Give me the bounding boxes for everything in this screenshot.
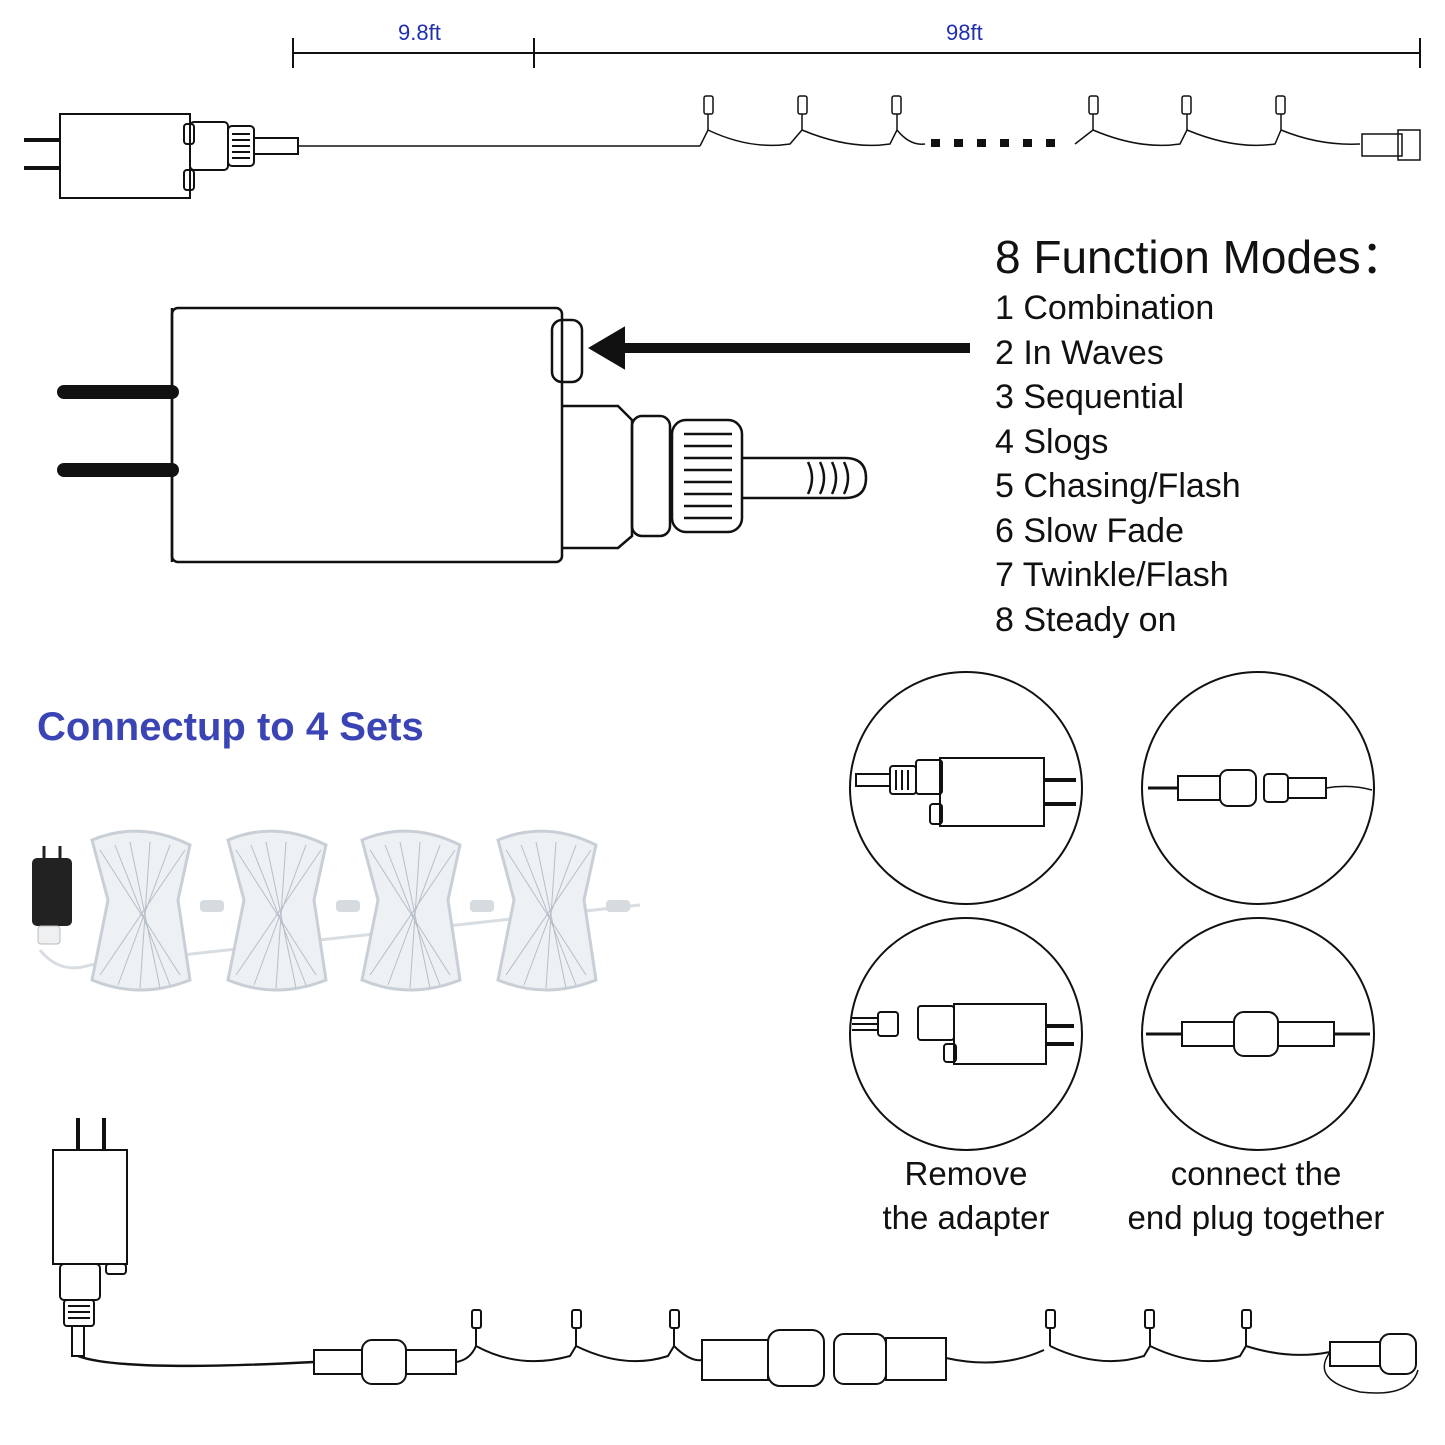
modes-title: 8 Function Modes： xyxy=(995,231,1407,283)
remove-adapter-caption: Remove the adapter xyxy=(856,1152,1076,1240)
top-bulbs-icon xyxy=(699,95,1421,161)
four-sets-photo xyxy=(32,829,641,992)
adapter-cable-length-label: 9.8ft xyxy=(398,20,441,45)
bottom-chain-icon xyxy=(313,1309,1419,1394)
caption-line: end plug together xyxy=(1127,1199,1385,1236)
caption-line: connect the xyxy=(1170,1155,1342,1192)
mode-item: 4 Slogs xyxy=(995,422,1109,461)
dimension-line xyxy=(292,38,1421,68)
top-adapter-icon xyxy=(24,113,700,199)
function-modes-list: 8 Function Modes： 1 Combination 2 In Wav… xyxy=(995,228,1407,642)
step-circle-4 xyxy=(1141,917,1375,1151)
mode-button-icon xyxy=(550,318,584,384)
controller-icon xyxy=(57,306,868,564)
arrow-left-icon xyxy=(588,326,970,370)
light-string-length-label: 98ft xyxy=(946,20,983,45)
dots-separator xyxy=(931,139,1055,147)
bottom-adapter-icon xyxy=(52,1118,315,1368)
step-circle-1 xyxy=(849,671,1083,905)
mode-item: 2 In Waves xyxy=(995,333,1164,372)
mode-item: 5 Chasing/Flash xyxy=(995,467,1241,505)
mode-item: 1 Combination xyxy=(995,289,1215,327)
connect-plug-caption: connect the end plug together xyxy=(1108,1152,1404,1240)
caption-line: the adapter xyxy=(882,1199,1050,1236)
mode-item: 8 Steady on xyxy=(995,600,1177,639)
mode-item: 6 Slow Fade xyxy=(995,511,1184,550)
connect-title: Connectup to 4 Sets xyxy=(37,705,424,749)
caption-line: Remove xyxy=(904,1155,1028,1192)
step-circle-2 xyxy=(1141,671,1375,905)
mode-item: 7 Twinkle/Flash xyxy=(995,556,1229,594)
step-circle-3 xyxy=(849,917,1083,1151)
mode-item: 3 Sequential xyxy=(995,378,1185,416)
